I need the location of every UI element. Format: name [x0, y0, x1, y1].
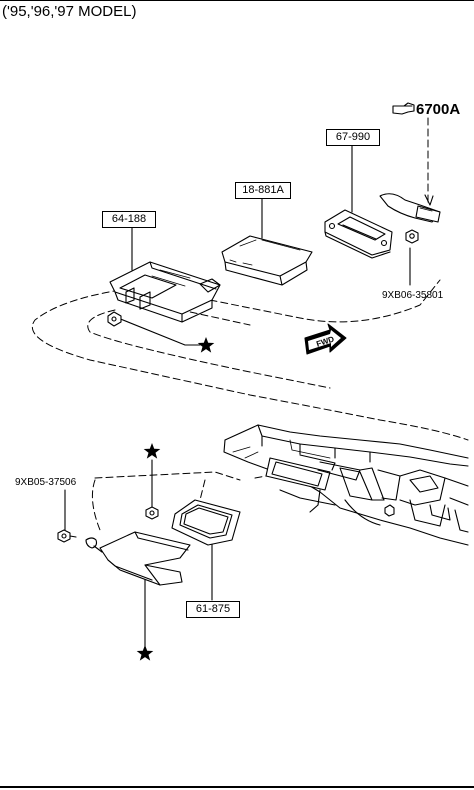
instrument-panel-section [223, 424, 469, 546]
bolt-9xb05-37506 [57, 529, 77, 543]
part-label-18-881a: 18-881A [235, 182, 291, 199]
nut-9xb06-35801 [405, 229, 419, 244]
fwd-direction-arrow [304, 323, 347, 355]
top-border [0, 0, 474, 1]
bottom-border [0, 786, 474, 788]
wiring-route-dashed [31, 117, 469, 531]
reference-code-6700a: 6700A [416, 101, 461, 118]
model-years-title: ('95,'96,'97 MODEL) [2, 3, 137, 20]
part-label-67-990: 67-990 [326, 129, 380, 146]
bracket-67-990 [324, 209, 393, 259]
part-label-61-875: 61-875 [186, 601, 240, 618]
duct-64-188 [109, 261, 221, 323]
part-label-64-188: 64-188 [102, 211, 156, 228]
fastener-label-9xb05-37506: 9XB05-37506 [15, 477, 77, 488]
seal-61-875 [171, 499, 241, 546]
leader-lines [64, 144, 411, 651]
lower-bracket-plate [85, 531, 191, 586]
star-marker-middle [143, 443, 161, 459]
reference-pointer-icon [392, 102, 415, 115]
clip-fastener [107, 311, 122, 327]
star-marker-upper [197, 337, 215, 353]
star-marker-lower [136, 645, 154, 661]
fastener-label-9xb06-35801: 9XB06-35801 [382, 290, 444, 301]
harness-connector-6700a [379, 193, 441, 223]
module-18-881a [221, 235, 313, 286]
star-markers [136, 337, 215, 661]
bolt-star-upper [145, 506, 159, 520]
